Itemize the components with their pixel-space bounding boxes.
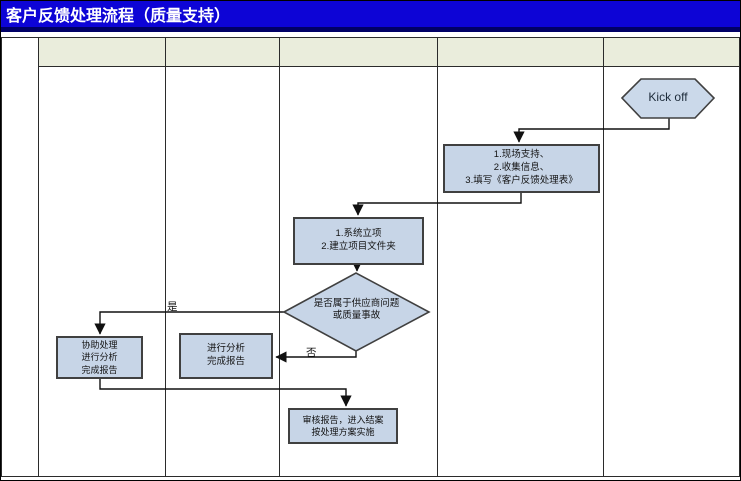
lane-body-4 bbox=[437, 66, 604, 477]
lane-header-2 bbox=[165, 37, 280, 67]
lane-header-1 bbox=[38, 37, 166, 67]
node-line: 2.收集信息、 bbox=[493, 162, 550, 174]
lane-header-4 bbox=[437, 37, 604, 67]
edge-label-no: 否 bbox=[306, 347, 317, 359]
decision-line: 或质量事故 bbox=[332, 310, 381, 322]
decision-node-label: 是否属于供应商问题 或质量事故 bbox=[284, 298, 429, 323]
node-line: 1.现场支持、 bbox=[493, 149, 550, 161]
flow-node-analysis-report: 进行分析 完成报告 bbox=[179, 333, 273, 379]
node-line: 进行分析 bbox=[81, 352, 118, 363]
node-line: 完成报告 bbox=[206, 356, 245, 367]
start-node-label: Kick off bbox=[648, 90, 688, 105]
lane-body-1 bbox=[38, 66, 166, 477]
node-line: 2.建立项目文件夹 bbox=[321, 241, 396, 252]
edge-label-yes: 是 bbox=[167, 301, 178, 313]
lane-body-5 bbox=[603, 66, 740, 477]
flow-node-assist-analysis: 协助处理 进行分析 完成报告 bbox=[56, 336, 143, 379]
node-line: 按处理方案实施 bbox=[311, 427, 375, 437]
lane-body-2 bbox=[165, 66, 280, 477]
page-title: 客户反馈处理流程（质量支持） bbox=[1, 1, 740, 32]
node-line: 进行分析 bbox=[206, 343, 245, 355]
node-line: 协助处理 bbox=[81, 340, 118, 351]
lane-header-3 bbox=[279, 37, 438, 67]
flow-node-onsite-support: 1.现场支持、 2.收集信息、 3.填写《客户反馈处理表》 bbox=[443, 144, 600, 193]
node-line: 1.系统立项 bbox=[335, 228, 382, 240]
node-line: 3.填写《客户反馈处理表》 bbox=[465, 174, 578, 186]
flow-node-project-setup: 1.系统立项 2.建立项目文件夹 bbox=[293, 217, 424, 265]
lane-header-5 bbox=[603, 37, 740, 67]
node-line: 审核报告，进入结案 bbox=[302, 414, 384, 425]
flow-node-review-close: 审核报告，进入结案 按处理方案实施 bbox=[288, 408, 398, 444]
lane-index-column bbox=[1, 37, 39, 477]
node-line: 完成报告 bbox=[81, 364, 118, 375]
decision-line: 是否属于供应商问题 bbox=[313, 298, 400, 309]
